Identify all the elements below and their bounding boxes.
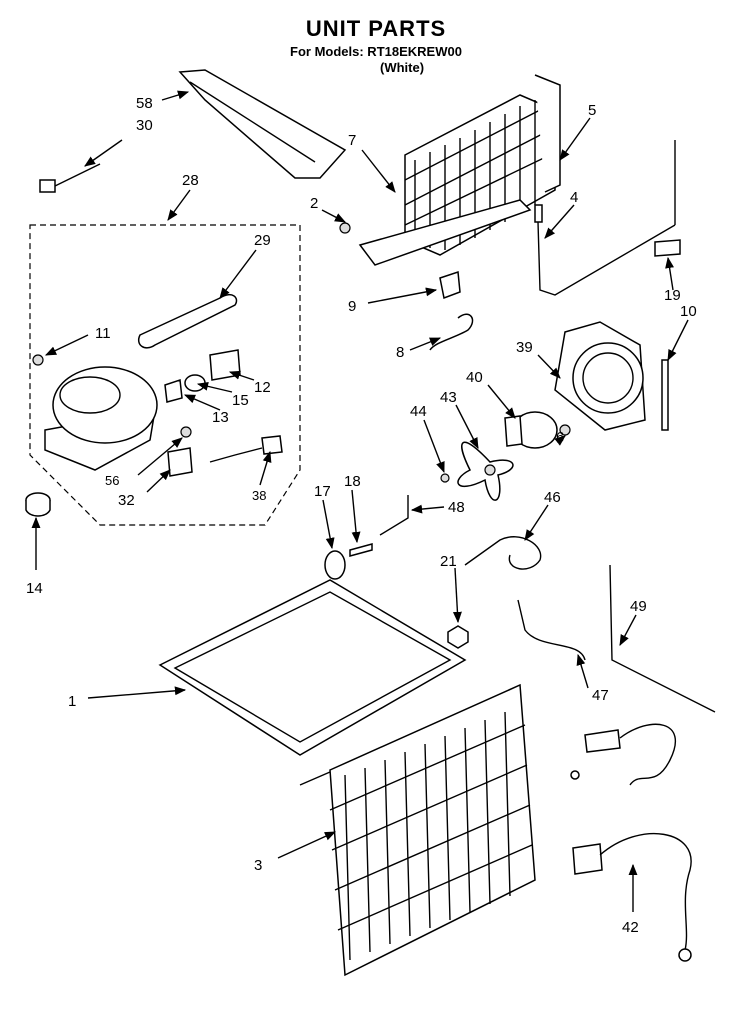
callout-29: 29 bbox=[254, 232, 271, 249]
callout-6: 6 bbox=[556, 429, 564, 446]
callout-28: 28 bbox=[182, 172, 199, 189]
part-2-screw bbox=[339, 222, 351, 234]
callout-7: 7 bbox=[348, 132, 356, 149]
callout-56: 56 bbox=[105, 473, 119, 488]
part-42-wiring-harness bbox=[570, 723, 692, 962]
part-3-condenser bbox=[299, 683, 536, 977]
part-30-connector bbox=[39, 179, 56, 193]
part-40-fan-motor bbox=[504, 411, 558, 449]
part-4-thermostat bbox=[534, 204, 543, 223]
part-38-connector bbox=[261, 435, 283, 455]
part-5-defrost-heater bbox=[534, 74, 561, 193]
callout-40: 40 bbox=[466, 369, 483, 386]
callout-13: 13 bbox=[212, 409, 229, 426]
part-8-harness-grommet bbox=[429, 313, 474, 351]
callout-2: 2 bbox=[310, 195, 318, 212]
callout-44: 44 bbox=[410, 403, 427, 420]
part-58-drain-tray bbox=[178, 69, 347, 179]
part-14-grommet bbox=[25, 492, 51, 517]
callout-39: 39 bbox=[516, 339, 533, 356]
callout-labels: 58 30 28 29 11 13 15 12 56 32 38 14 7 2 … bbox=[26, 95, 697, 936]
part-56-screw bbox=[180, 426, 192, 438]
callout-43: 43 bbox=[440, 389, 457, 406]
callout-leaders bbox=[31, 90, 689, 912]
callout-47: 47 bbox=[592, 687, 609, 704]
callout-42: 42 bbox=[622, 919, 639, 936]
callout-8: 8 bbox=[396, 344, 404, 361]
part-43-fan-blade bbox=[457, 441, 514, 501]
callout-14: 14 bbox=[26, 580, 43, 597]
callout-58: 58 bbox=[136, 95, 153, 112]
compressor bbox=[44, 366, 158, 471]
callout-48: 48 bbox=[448, 499, 465, 516]
callout-19: 19 bbox=[664, 287, 681, 304]
compressor-assembly-boundary bbox=[29, 224, 301, 526]
callout-21: 21 bbox=[440, 553, 457, 570]
part-19-bracket bbox=[654, 239, 681, 257]
callout-46: 46 bbox=[544, 489, 561, 506]
part-46-drain-tube bbox=[464, 536, 542, 570]
part-17-roller bbox=[324, 550, 346, 580]
callout-32: 32 bbox=[118, 492, 135, 509]
part-7-evaporator bbox=[404, 94, 556, 256]
callout-3: 3 bbox=[254, 857, 262, 874]
part-15-overload bbox=[184, 374, 206, 392]
callout-49: 49 bbox=[630, 598, 647, 615]
part-32-capacitor bbox=[167, 447, 193, 477]
part-39-fan-shroud bbox=[554, 321, 646, 431]
part-6-screw bbox=[559, 424, 571, 436]
evaporator-base bbox=[358, 199, 532, 266]
model-subtitle: For Models: RT18EKREW00 bbox=[290, 44, 462, 59]
part-47-tube bbox=[517, 599, 586, 661]
part-12-cover bbox=[209, 349, 241, 381]
part-44-nut bbox=[440, 473, 450, 483]
part-1-base-frame bbox=[158, 579, 467, 756]
callout-10: 10 bbox=[680, 303, 697, 320]
callout-11: 11 bbox=[95, 325, 111, 342]
page-title: UNIT PARTS bbox=[305, 16, 447, 41]
part-21-nut bbox=[447, 625, 469, 649]
part-10-strip bbox=[661, 359, 669, 431]
callout-12: 12 bbox=[254, 379, 271, 396]
part-9-clip bbox=[439, 270, 461, 300]
callout-18: 18 bbox=[344, 473, 361, 490]
color-variant: (White) bbox=[380, 60, 425, 75]
callout-9: 9 bbox=[348, 298, 356, 315]
part-11-screw bbox=[32, 354, 44, 366]
callout-38: 38 bbox=[252, 488, 266, 503]
callout-1: 1 bbox=[68, 693, 76, 710]
part-13-relay bbox=[164, 378, 183, 403]
part-29-drier bbox=[138, 293, 238, 349]
part-48-tube bbox=[379, 495, 409, 536]
part-18-pin bbox=[349, 543, 373, 557]
callout-15: 15 bbox=[232, 392, 249, 409]
callout-17: 17 bbox=[314, 483, 331, 500]
callout-30: 30 bbox=[136, 117, 153, 134]
callout-5: 5 bbox=[588, 102, 596, 119]
part-49-tube bbox=[609, 564, 716, 713]
callout-4: 4 bbox=[570, 189, 578, 206]
